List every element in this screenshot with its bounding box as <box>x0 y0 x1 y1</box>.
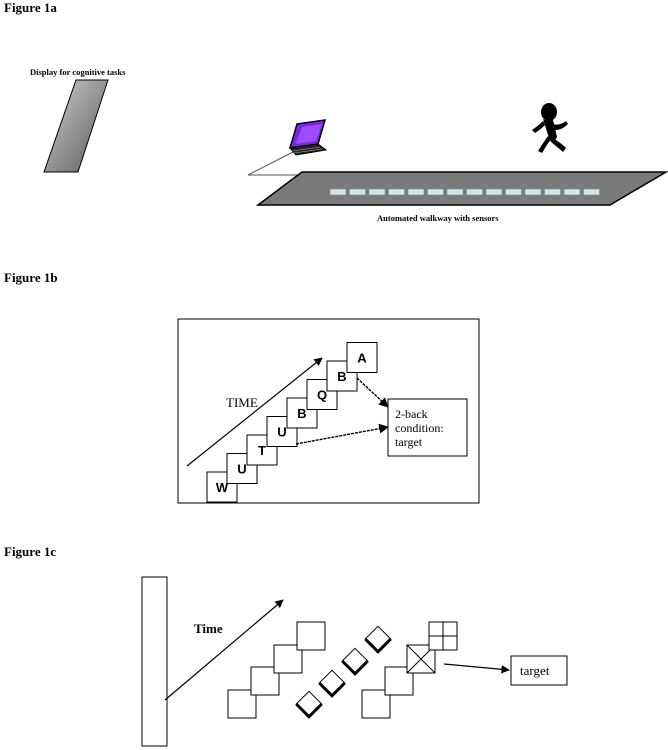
target-line-1: 2-back <box>395 407 428 421</box>
plain-square-stack <box>227 621 326 719</box>
grid-pattern-square <box>428 621 458 651</box>
figure-1c-display-bar <box>141 576 168 747</box>
time-arrow-b <box>186 357 323 467</box>
walking-person-icon <box>532 103 568 153</box>
patterned-square-stack <box>361 621 458 719</box>
diamond-stack <box>295 625 392 719</box>
target-box-b <box>387 398 468 457</box>
walkway-sensor <box>505 188 522 196</box>
walkway-sensor <box>388 188 405 196</box>
laptop-cable <box>247 151 303 176</box>
letter-text: W <box>216 480 229 495</box>
walkway <box>255 171 668 206</box>
letter-text: A <box>357 351 367 366</box>
letter-text: B <box>297 406 306 421</box>
walkway-sensor <box>524 188 542 196</box>
letter-text: U <box>237 462 246 477</box>
walkway-sensor <box>349 188 366 196</box>
walkway-sensors <box>329 188 600 196</box>
walkway-sensor <box>329 188 347 196</box>
time-label-b: TIME <box>226 395 258 410</box>
time-label-c: Time <box>194 621 223 636</box>
target-line-3: target <box>395 435 423 449</box>
arrow-t-to-target <box>295 423 389 445</box>
laptop-icon <box>288 119 328 156</box>
cognitive-display-panel <box>43 79 109 173</box>
walkway-sensor <box>407 188 425 196</box>
target-label-c: target <box>520 663 550 678</box>
arrow-c-to-target <box>443 663 510 674</box>
letter-text: U <box>277 425 286 440</box>
display-caption: Display for cognitive tasks <box>30 67 126 77</box>
walkway-sensor <box>427 188 444 196</box>
figure-1c-label: Figure 1c <box>4 544 57 559</box>
walkway-sensor <box>466 188 483 196</box>
walkway-sensor <box>446 188 464 196</box>
figure-1a-label: Figure 1a <box>4 0 57 15</box>
walkway-sensor <box>563 188 581 196</box>
letter-text: Q <box>317 388 327 403</box>
target-box-c <box>510 655 568 686</box>
walkway-caption: Automated walkway with sensors <box>377 213 499 223</box>
letter-box <box>346 342 378 373</box>
letter-text: B <box>337 369 346 384</box>
target-line-2: condition: <box>395 421 444 435</box>
walkway-sensor <box>485 188 503 196</box>
figure-1b-label: Figure 1b <box>4 270 58 285</box>
letter-text: T <box>258 443 266 458</box>
walkway-sensor <box>583 188 600 196</box>
walkway-sensor <box>544 188 561 196</box>
arrow-b-to-target <box>356 377 389 408</box>
time-arrow-c <box>164 599 284 701</box>
walkway-sensor <box>368 188 386 196</box>
